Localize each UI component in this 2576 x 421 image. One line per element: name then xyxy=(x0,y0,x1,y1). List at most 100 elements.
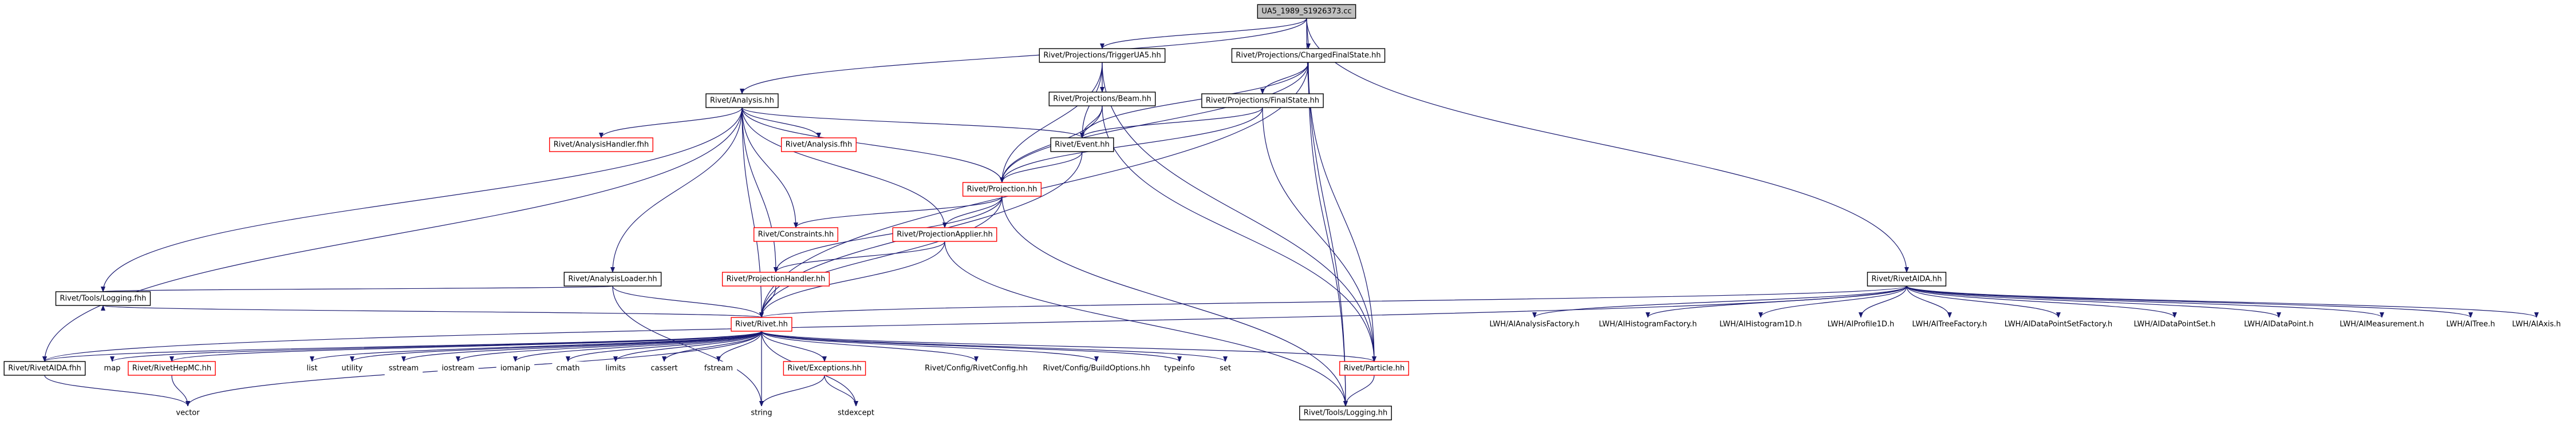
node-phandler[interactable]: Rivet/ProjectionHandler.hh xyxy=(721,272,830,287)
edge-rivet-to-cassert xyxy=(662,331,762,362)
node-loggingf[interactable]: Rivet/Tools/Logging.fhh xyxy=(55,291,151,306)
node-label: cmath xyxy=(556,364,579,373)
node-box xyxy=(2442,317,2499,331)
node-particle[interactable]: Rivet/Particle.hh xyxy=(1339,361,1409,376)
edge-rivet-to-buildopt xyxy=(761,331,1099,362)
node-lwh3[interactable]: LWH/AIHistogram1D.h xyxy=(1715,317,1806,331)
node-vector[interactable]: vector xyxy=(172,406,204,420)
node-box xyxy=(601,362,630,375)
node-lwh8[interactable]: LWH/AIDataPoint.h xyxy=(2240,317,2318,331)
node-label: LWH/AIMeasurement.h xyxy=(2340,320,2424,329)
node-label: Rivet/ProjectionApplier.hh xyxy=(897,231,992,239)
node-exceptions[interactable]: Rivet/Exceptions.hh xyxy=(783,361,866,376)
node-fs[interactable]: Rivet/Projections/FinalState.hh xyxy=(1201,93,1324,108)
node-label: set xyxy=(1220,364,1231,373)
node-lwh5[interactable]: LWH/AITreeFactory.h xyxy=(1908,317,1991,331)
node-buildopt[interactable]: Rivet/Config/BuildOptions.hh xyxy=(1039,362,1154,375)
node-limits[interactable]: limits xyxy=(601,362,630,375)
edge-rivet-to-sstream xyxy=(401,331,762,362)
node-box xyxy=(731,317,792,332)
node-lwh4[interactable]: LWH/AIProfile1D.h xyxy=(1823,317,1899,331)
node-label: Rivet/Event.hh xyxy=(1055,141,1110,149)
node-box xyxy=(563,272,662,287)
node-list[interactable]: list xyxy=(302,362,322,375)
edge-rivetaida-to-lwh10 xyxy=(1906,285,2473,318)
edge-fs-to-particle xyxy=(1262,107,1376,362)
node-analysisf[interactable]: Rivet/Analysis.fhh xyxy=(781,137,857,152)
node-lwh9[interactable]: LWH/AIMeasurement.h xyxy=(2336,317,2428,331)
node-box xyxy=(2240,317,2318,331)
node-config[interactable]: Rivet/Config/RivetConfig.hh xyxy=(921,362,1032,375)
node-label: LWH/AIDataPoint.h xyxy=(2244,320,2313,329)
edge-analysis-to-ahandlerf xyxy=(599,107,743,138)
node-box xyxy=(2129,317,2220,331)
node-lwh11[interactable]: LWH/AIAxis.h xyxy=(2508,317,2565,331)
edge-hepmc-to-vector xyxy=(171,375,190,407)
node-map[interactable]: map xyxy=(100,362,125,375)
edge-rivet-to-loggingf xyxy=(101,305,762,318)
edge-rivetaida-to-lwh6 xyxy=(1906,285,2061,318)
edge-fs-to-projection xyxy=(1000,107,1263,183)
node-cfs[interactable]: Rivet/Projections/ChargedFinalState.hh xyxy=(1231,48,1386,63)
node-iostream[interactable]: iostream xyxy=(437,362,479,375)
node-stdexcept[interactable]: stdexcept xyxy=(834,406,878,420)
node-papplier[interactable]: Rivet/ProjectionApplier.hh xyxy=(892,227,997,242)
node-box xyxy=(1339,361,1409,376)
edge-cfs-to-particle xyxy=(1308,62,1376,362)
node-lwh6[interactable]: LWH/AIDataPointSetFactory.h xyxy=(2000,317,2117,331)
node-box xyxy=(1715,317,1806,331)
node-beam[interactable]: Rivet/Projections/Beam.hh xyxy=(1048,92,1156,106)
node-fstream[interactable]: fstream xyxy=(700,362,737,375)
edge-projection-to-papplier xyxy=(942,196,1003,228)
node-utility[interactable]: utility xyxy=(337,362,367,375)
node-analysis[interactable]: Rivet/Analysis.hh xyxy=(705,93,779,108)
node-trigger[interactable]: Rivet/Projections/TriggerUA5.hh xyxy=(1039,48,1166,63)
node-string[interactable]: string xyxy=(747,406,776,420)
edge-rivet-to-hepmc xyxy=(169,331,762,362)
node-label: utility xyxy=(342,364,363,373)
node-label: LWH/AIAxis.h xyxy=(2512,320,2561,329)
node-event[interactable]: Rivet/Event.hh xyxy=(1050,137,1114,152)
node-label: Rivet/Particle.hh xyxy=(1344,364,1405,373)
edge-event-to-projection xyxy=(1000,151,1083,183)
node-rivetaida[interactable]: Rivet/RivetAIDA.hh xyxy=(1867,272,1947,287)
node-rivet[interactable]: Rivet/Rivet.hh xyxy=(731,317,792,332)
node-lwh7[interactable]: LWH/AIDataPointSet.h xyxy=(2129,317,2220,331)
edge-analysis-to-event xyxy=(741,107,1084,138)
edge-rivetaidaf-to-vector xyxy=(44,375,190,407)
edge-rivet-to-config xyxy=(761,331,979,362)
node-cmath[interactable]: cmath xyxy=(552,362,584,375)
node-cassert[interactable]: cassert xyxy=(646,362,682,375)
node-set[interactable]: set xyxy=(1216,362,1235,375)
edge-cfs-to-logging xyxy=(1308,62,1348,407)
node-logging[interactable]: Rivet/Tools/Logging.hh xyxy=(1299,406,1392,420)
edge-analysis-to-loggingf xyxy=(101,107,743,292)
node-box xyxy=(1048,92,1156,106)
node-lwh1[interactable]: LWH/AIAnalysisFactory.h xyxy=(1485,317,1584,331)
node-label: Rivet/Projection.hh xyxy=(967,185,1037,194)
node-typeinfo[interactable]: typeinfo xyxy=(1160,362,1199,375)
node-label: Rivet/RivetAIDA.hh xyxy=(1871,275,1942,284)
node-constraints[interactable]: Rivet/Constraints.hh xyxy=(753,227,839,242)
node-projection[interactable]: Rivet/Projection.hh xyxy=(962,182,1042,197)
edge-root-to-rivetaida xyxy=(1306,18,1909,273)
node-aloader[interactable]: Rivet/AnalysisLoader.hh xyxy=(563,272,662,287)
node-box xyxy=(700,362,737,375)
node-label: LWH/AIHistogram1D.h xyxy=(1719,320,1802,329)
node-label: Rivet/Config/RivetConfig.hh xyxy=(925,364,1028,373)
node-sstream[interactable]: sstream xyxy=(384,362,423,375)
node-iomanip[interactable]: iomanip xyxy=(496,362,535,375)
node-label: list xyxy=(306,364,317,373)
node-hepmc[interactable]: Rivet/RivetHepMC.hh xyxy=(128,361,216,376)
node-ahandlerf[interactable]: Rivet/AnalysisHandler.fhh xyxy=(549,137,653,152)
edge-trigger-to-particle xyxy=(1102,62,1376,362)
node-rivetaidaf[interactable]: Rivet/RivetAIDA.fhh xyxy=(3,361,86,376)
node-lwh10[interactable]: LWH/AITree.h xyxy=(2442,317,2499,331)
edge-rivet-to-rivetaidaf xyxy=(42,331,762,362)
edge-projection-to-logging xyxy=(1001,196,1348,407)
node-lwh2[interactable]: LWH/AIHistogramFactory.h xyxy=(1595,317,1701,331)
node-root[interactable]: UA5_1989_S1926373.cc xyxy=(1257,4,1356,19)
edge-rivet-to-cmath xyxy=(566,331,762,362)
edge-rivetaida-to-rivet xyxy=(759,285,1907,318)
